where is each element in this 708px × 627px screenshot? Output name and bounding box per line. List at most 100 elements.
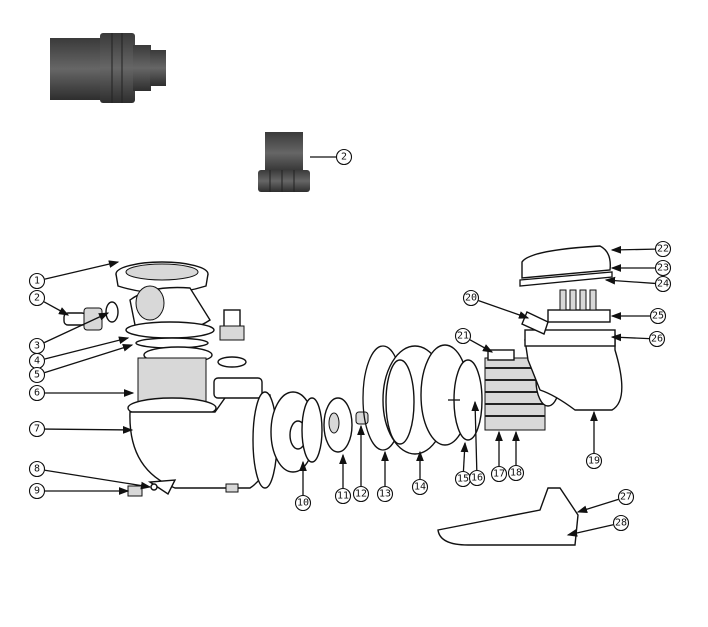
leader-line (44, 469, 152, 490)
callout-circle (462, 289, 480, 307)
callout-25: 25 (610, 307, 667, 325)
leader-line (43, 301, 70, 316)
callout-5: 5 (28, 344, 134, 384)
callout-label: 5 (34, 370, 40, 381)
callout-label: 23 (657, 263, 669, 274)
callout-label: 9 (34, 486, 40, 497)
callout-label: 28 (615, 518, 627, 529)
callout-12: 12 (352, 424, 370, 503)
leader-line (469, 339, 494, 353)
part-hose-tail (63, 301, 119, 331)
callout-circle (612, 514, 630, 532)
callout-circle (28, 366, 46, 384)
callout-circle (28, 272, 46, 290)
callout-circle (28, 460, 46, 478)
callout-28: 28 (566, 514, 630, 537)
callout-11: 11 (334, 453, 352, 505)
callout-circle (507, 464, 525, 482)
leader-line (471, 400, 480, 471)
callout-8: 8 (28, 460, 152, 490)
leader-line (44, 426, 134, 434)
callout-label: 22 (657, 244, 669, 255)
callout-circle (28, 482, 46, 500)
callout-1: 1 (28, 260, 120, 290)
leader-line (604, 276, 656, 285)
callout-circle (334, 487, 352, 505)
callout-circle (649, 307, 667, 325)
leader-line (460, 441, 469, 472)
callout-7: 7 (28, 420, 134, 438)
callout-label: 3 (34, 341, 40, 352)
callout-circle (648, 330, 666, 348)
callout-2: 2 (28, 289, 70, 316)
callout-19: 19 (585, 410, 603, 470)
part-mechanical-seal (355, 411, 369, 425)
part-pump-body (127, 377, 278, 496)
part-motor-base (524, 329, 623, 411)
leader-line (44, 260, 120, 280)
callout-22: 22 (610, 240, 672, 258)
callout-label: 13 (379, 489, 391, 500)
part-union-nut (217, 309, 247, 368)
part-strainer-housing-top (125, 285, 215, 349)
callout-label: 14 (414, 482, 426, 493)
callout-label: 6 (34, 388, 40, 399)
part-motor-flange (420, 344, 483, 446)
callout-6: 6 (28, 384, 135, 402)
part-foot (437, 487, 579, 546)
callout-label: 7 (34, 424, 40, 435)
callout-circle (454, 327, 472, 345)
callout-17: 17 (490, 430, 508, 483)
part-terminal-cover (519, 245, 613, 287)
callout-24: 24 (604, 275, 672, 293)
part-drain-plug (127, 483, 158, 497)
part-diffuser (270, 391, 323, 473)
callout-label: 20 (465, 293, 477, 304)
callout-23: 23 (610, 259, 672, 277)
callout-circle (28, 420, 46, 438)
callout-circle (294, 494, 312, 512)
union-fitting-photo (50, 33, 166, 103)
leader-line (43, 312, 110, 344)
callout-circle (411, 478, 429, 496)
callout-10: 10 (294, 460, 312, 512)
callout-label: 12 (355, 489, 367, 500)
callout-26: 26 (610, 330, 666, 348)
callout-label: 4 (34, 356, 40, 367)
callout-circle (654, 275, 672, 293)
leader-line (478, 300, 530, 319)
callout-9: 9 (28, 482, 130, 500)
callout-circle (654, 259, 672, 277)
part-impeller (323, 397, 353, 453)
callout-3: 3 (28, 312, 110, 355)
leader-line (610, 245, 656, 254)
leader-line (566, 524, 614, 537)
tail-piece-photo (258, 132, 310, 192)
callout-label: 18 (510, 468, 522, 479)
callout-label: 17 (493, 469, 505, 480)
callout-circle (468, 469, 486, 487)
callout-circle (490, 465, 508, 483)
callout-21: 21 (454, 327, 494, 353)
callout-circle (585, 452, 603, 470)
callout-circle (28, 289, 46, 307)
callout-label: 2 (34, 293, 40, 304)
callout-15: 15 (454, 441, 472, 488)
callout-label: 8 (34, 464, 40, 475)
callout-label: 16 (471, 473, 483, 484)
callout-27: 27 (576, 488, 635, 514)
callout-label: 21 (457, 331, 469, 342)
callout-label: 1 (34, 276, 40, 287)
part-basket (137, 346, 213, 407)
callout-label: 24 (657, 279, 669, 290)
leader-line (610, 333, 650, 342)
callout-label: 10 (297, 498, 309, 509)
callout-20: 20 (462, 289, 530, 319)
leader-line (576, 498, 619, 514)
callout-top-2: 2 (335, 148, 353, 166)
callout-label: 2 (341, 152, 347, 163)
callout-circle (352, 485, 370, 503)
callout-circle (28, 384, 46, 402)
leader-line (44, 336, 130, 360)
